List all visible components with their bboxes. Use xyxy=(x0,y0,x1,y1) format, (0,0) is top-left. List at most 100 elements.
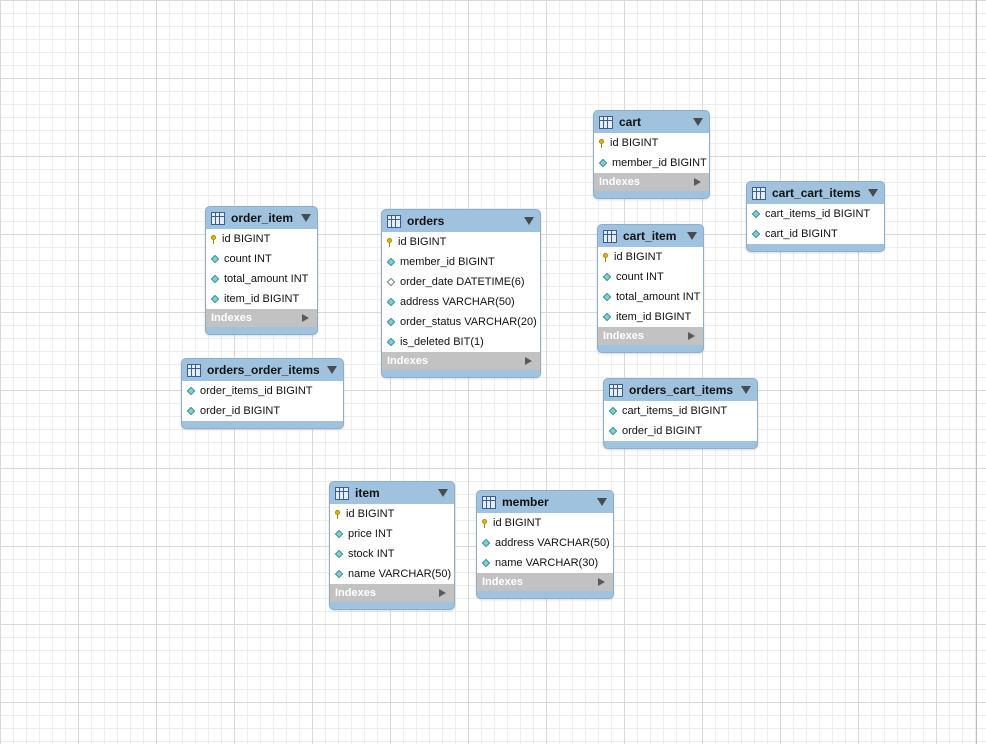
indexes-label: Indexes xyxy=(482,576,523,588)
table-header[interactable]: cart_cart_items xyxy=(747,182,884,204)
table-header[interactable]: item xyxy=(330,482,454,504)
column-row[interactable]: id BIGINT xyxy=(477,513,613,533)
table-name: orders xyxy=(407,214,445,228)
column-row[interactable]: cart_items_id BIGINT xyxy=(747,204,884,224)
column-row[interactable]: count INT xyxy=(206,249,317,269)
column-row[interactable]: id BIGINT xyxy=(206,229,317,249)
column-row[interactable]: address VARCHAR(50) xyxy=(477,533,613,553)
column-label: item_id BIGINT xyxy=(224,293,300,305)
expand-arrow-icon[interactable] xyxy=(302,314,309,322)
expand-arrow-icon[interactable] xyxy=(688,332,695,340)
column-diamond-filled-icon xyxy=(386,297,396,307)
column-row[interactable]: member_id BIGINT xyxy=(594,153,709,173)
column-row[interactable]: cart_items_id BIGINT xyxy=(604,401,757,421)
indexes-section[interactable]: Indexes xyxy=(477,573,613,591)
column-row[interactable]: id BIGINT xyxy=(598,247,703,267)
column-row[interactable]: total_amount INT xyxy=(206,269,317,289)
column-row[interactable]: id BIGINT xyxy=(330,504,454,524)
column-row[interactable]: name VARCHAR(30) xyxy=(477,553,613,573)
column-label: name VARCHAR(50) xyxy=(348,568,452,580)
table-header[interactable]: orders_cart_items xyxy=(604,379,757,401)
table-name: orders_cart_items xyxy=(629,383,734,397)
column-row[interactable]: item_id BIGINT xyxy=(206,289,317,309)
table-icon xyxy=(599,115,613,129)
collapse-chevron-icon[interactable] xyxy=(524,217,534,225)
table-header[interactable]: member xyxy=(477,491,613,513)
expand-arrow-icon[interactable] xyxy=(694,178,701,186)
table-header[interactable]: cart xyxy=(594,111,709,133)
expand-arrow-icon[interactable] xyxy=(598,578,605,586)
primary-key-icon xyxy=(211,234,216,244)
indexes-section[interactable]: Indexes xyxy=(598,327,703,345)
column-label: cart_items_id BIGINT xyxy=(765,208,871,220)
indexes-label: Indexes xyxy=(387,355,428,367)
column-diamond-filled-icon xyxy=(481,538,491,548)
indexes-section[interactable]: Indexes xyxy=(594,173,709,191)
column-row[interactable]: member_id BIGINT xyxy=(382,252,540,272)
column-diamond-filled-icon xyxy=(210,254,220,264)
column-label: total_amount INT xyxy=(616,291,701,303)
column-row[interactable]: order_id BIGINT xyxy=(182,401,343,421)
column-diamond-filled-icon xyxy=(608,426,618,436)
column-label: stock INT xyxy=(348,548,395,560)
collapse-chevron-icon[interactable] xyxy=(693,118,703,126)
column-row[interactable]: name VARCHAR(50) xyxy=(330,564,454,584)
column-row[interactable]: cart_id BIGINT xyxy=(747,224,884,244)
primary-key-icon xyxy=(335,509,340,519)
indexes-label: Indexes xyxy=(211,312,252,324)
column-row[interactable]: order_items_id BIGINT xyxy=(182,381,343,401)
column-row[interactable]: order_status VARCHAR(20) xyxy=(382,312,540,332)
indexes-section[interactable]: Indexes xyxy=(330,584,454,602)
table-header[interactable]: orders xyxy=(382,210,540,232)
table-icon xyxy=(752,186,766,200)
column-row[interactable]: count INT xyxy=(598,267,703,287)
collapse-chevron-icon[interactable] xyxy=(597,498,607,506)
indexes-section[interactable]: Indexes xyxy=(206,309,317,327)
column-row[interactable]: is_deleted BIT(1) xyxy=(382,332,540,352)
table-cart-cart-items[interactable]: cart_cart_items cart_items_id BIGINT cart_… xyxy=(746,181,885,252)
table-member[interactable]: member id BIGINT address VARCHAR(50) name V… xyxy=(476,490,614,599)
table-icon xyxy=(187,363,201,377)
column-row[interactable]: id BIGINT xyxy=(382,232,540,252)
column-diamond-filled-icon xyxy=(210,294,220,304)
column-diamond-filled-icon xyxy=(602,272,612,282)
column-row[interactable]: id BIGINT xyxy=(594,133,709,153)
collapse-chevron-icon[interactable] xyxy=(868,189,878,197)
table-header[interactable]: orders_order_items xyxy=(182,359,343,381)
column-row[interactable]: price INT xyxy=(330,524,454,544)
table-columns: id BIGINT address VARCHAR(50) name VARCHAR… xyxy=(477,513,613,573)
column-row[interactable]: stock INT xyxy=(330,544,454,564)
collapse-chevron-icon[interactable] xyxy=(741,386,751,394)
column-row[interactable]: total_amount INT xyxy=(598,287,703,307)
column-row[interactable]: address VARCHAR(50) xyxy=(382,292,540,312)
collapse-chevron-icon[interactable] xyxy=(438,489,448,497)
collapse-chevron-icon[interactable] xyxy=(327,366,337,374)
indexes-section[interactable]: Indexes xyxy=(382,352,540,370)
table-orders-order-items[interactable]: orders_order_items order_items_id BIGINT o… xyxy=(181,358,344,429)
column-row[interactable]: order_date DATETIME(6) xyxy=(382,272,540,292)
column-label: id BIGINT xyxy=(493,517,542,529)
collapse-chevron-icon[interactable] xyxy=(687,232,697,240)
table-header[interactable]: order_item xyxy=(206,207,317,229)
expand-arrow-icon[interactable] xyxy=(525,357,532,365)
column-row[interactable]: item_id BIGINT xyxy=(598,307,703,327)
table-icon xyxy=(387,214,401,228)
collapse-chevron-icon[interactable] xyxy=(301,214,311,222)
table-header[interactable]: cart_item xyxy=(598,225,703,247)
column-label: name VARCHAR(30) xyxy=(495,557,599,569)
column-label: order_items_id BIGINT xyxy=(200,385,313,397)
expand-arrow-icon[interactable] xyxy=(439,589,446,597)
column-diamond-filled-icon xyxy=(386,257,396,267)
column-diamond-filled-icon xyxy=(481,558,491,568)
column-row[interactable]: order_id BIGINT xyxy=(604,421,757,441)
column-diamond-filled-icon xyxy=(186,386,196,396)
